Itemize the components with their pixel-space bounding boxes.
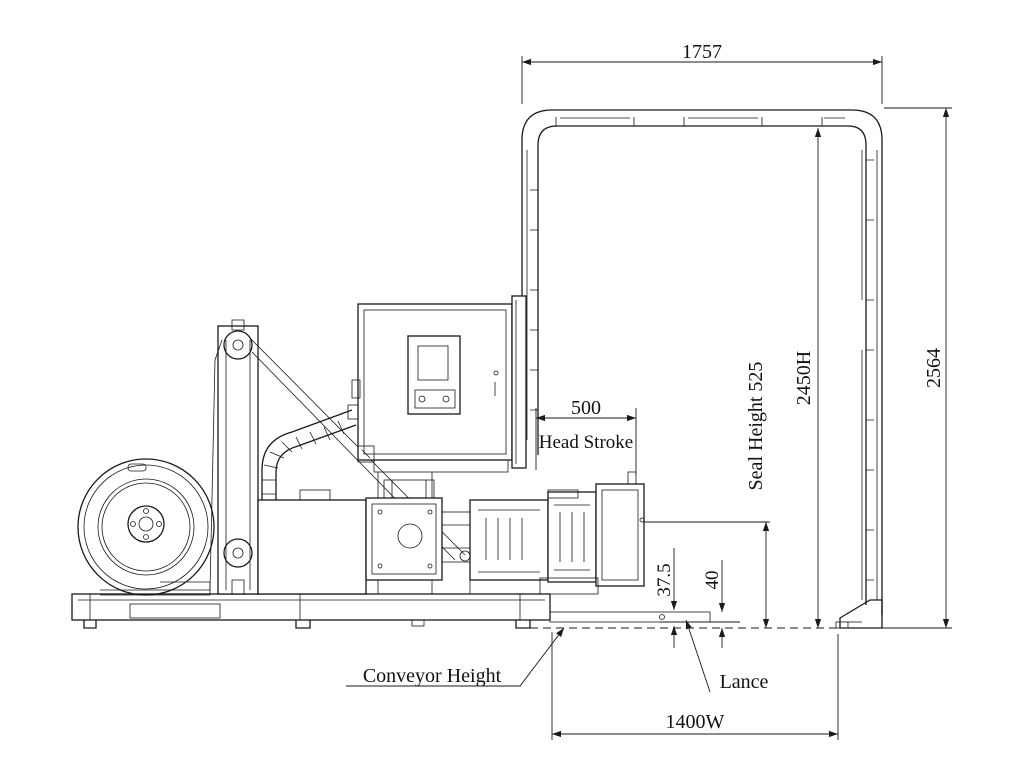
seal-height-label: Seal Height 525	[745, 362, 767, 491]
strap-reel	[77, 458, 215, 596]
control-cabinet	[347, 295, 527, 500]
dim-2564-label: 2564	[923, 348, 945, 388]
dim-500-label: 500	[571, 397, 601, 419]
head-assembly	[257, 471, 645, 595]
accumulator-tower	[209, 319, 259, 595]
head-stroke-label: Head Stroke	[539, 432, 633, 453]
dim-2450h-label: 2450H	[793, 351, 815, 405]
dim-1400w-label: 1400W	[666, 711, 725, 733]
arch-frame	[521, 109, 883, 629]
base-frame	[71, 593, 711, 629]
dim-37-5-label: 37.5	[654, 563, 675, 596]
lance-label: Lance	[720, 671, 769, 693]
dim-1757-label: 1757	[682, 41, 722, 63]
dim-40-label: 40	[702, 571, 723, 590]
conveyor-height-label: Conveyor Height	[363, 665, 502, 687]
dimension-lines	[346, 56, 952, 740]
